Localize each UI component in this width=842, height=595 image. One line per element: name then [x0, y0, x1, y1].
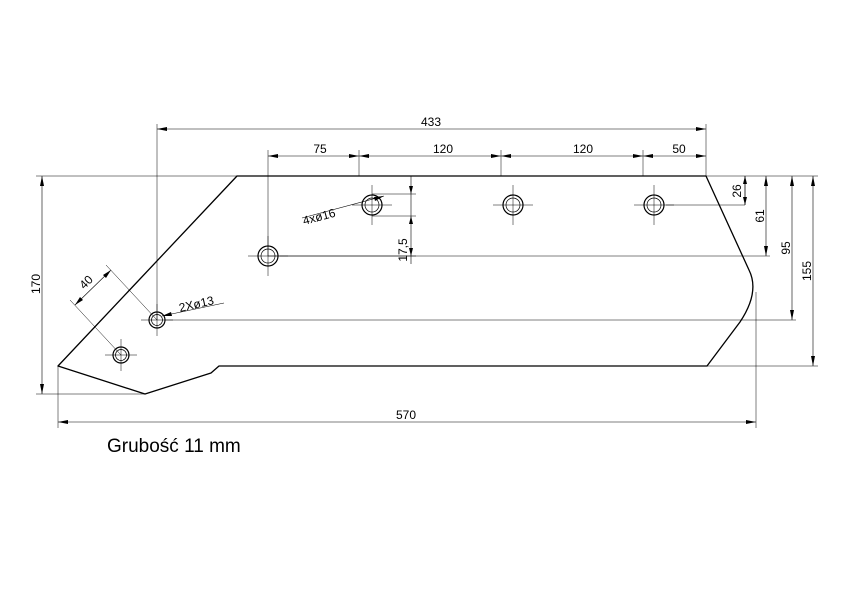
hole-16-2 [352, 185, 392, 225]
dim-40: 40 [74, 269, 112, 306]
dim-17-5: 17,5 [396, 176, 413, 264]
dim-61-label: 61 [753, 209, 767, 223]
dim-17-5-label: 17,5 [396, 238, 410, 262]
dim-40-label: 40 [76, 272, 96, 292]
extension-lines [36, 124, 818, 428]
dim-433-label: 433 [421, 115, 441, 129]
callout-2x13-label: 2Xø13 [178, 293, 216, 315]
dim-75-label: 75 [313, 142, 327, 156]
callout-2x13: 2Xø13 [161, 293, 225, 317]
dim-26: 26 [730, 176, 747, 205]
callout-4x16-label: 4xø16 [301, 206, 337, 228]
dim-61: 61 [753, 176, 768, 256]
dim-95: 95 [779, 176, 794, 320]
dim-170-label: 170 [29, 274, 43, 294]
dim-chain-top: 75 120 120 50 [268, 142, 706, 158]
dim-170: 170 [29, 176, 44, 394]
thickness-note: Grubość 11 mm [107, 436, 241, 457]
hole-16-3 [493, 185, 533, 225]
dim-155-label: 155 [800, 261, 814, 281]
dim-155: 155 [800, 176, 815, 366]
part-outline [57, 175, 754, 395]
dim-95-label: 95 [779, 241, 793, 255]
dim-433: 433 [157, 115, 706, 131]
dim-120a-label: 120 [433, 142, 453, 156]
dim-120b-label: 120 [573, 142, 593, 156]
dim-570-label: 570 [396, 408, 416, 422]
dim-50-label: 50 [672, 142, 686, 156]
dim-570: 570 [58, 408, 756, 424]
dim-26-label: 26 [730, 184, 744, 198]
